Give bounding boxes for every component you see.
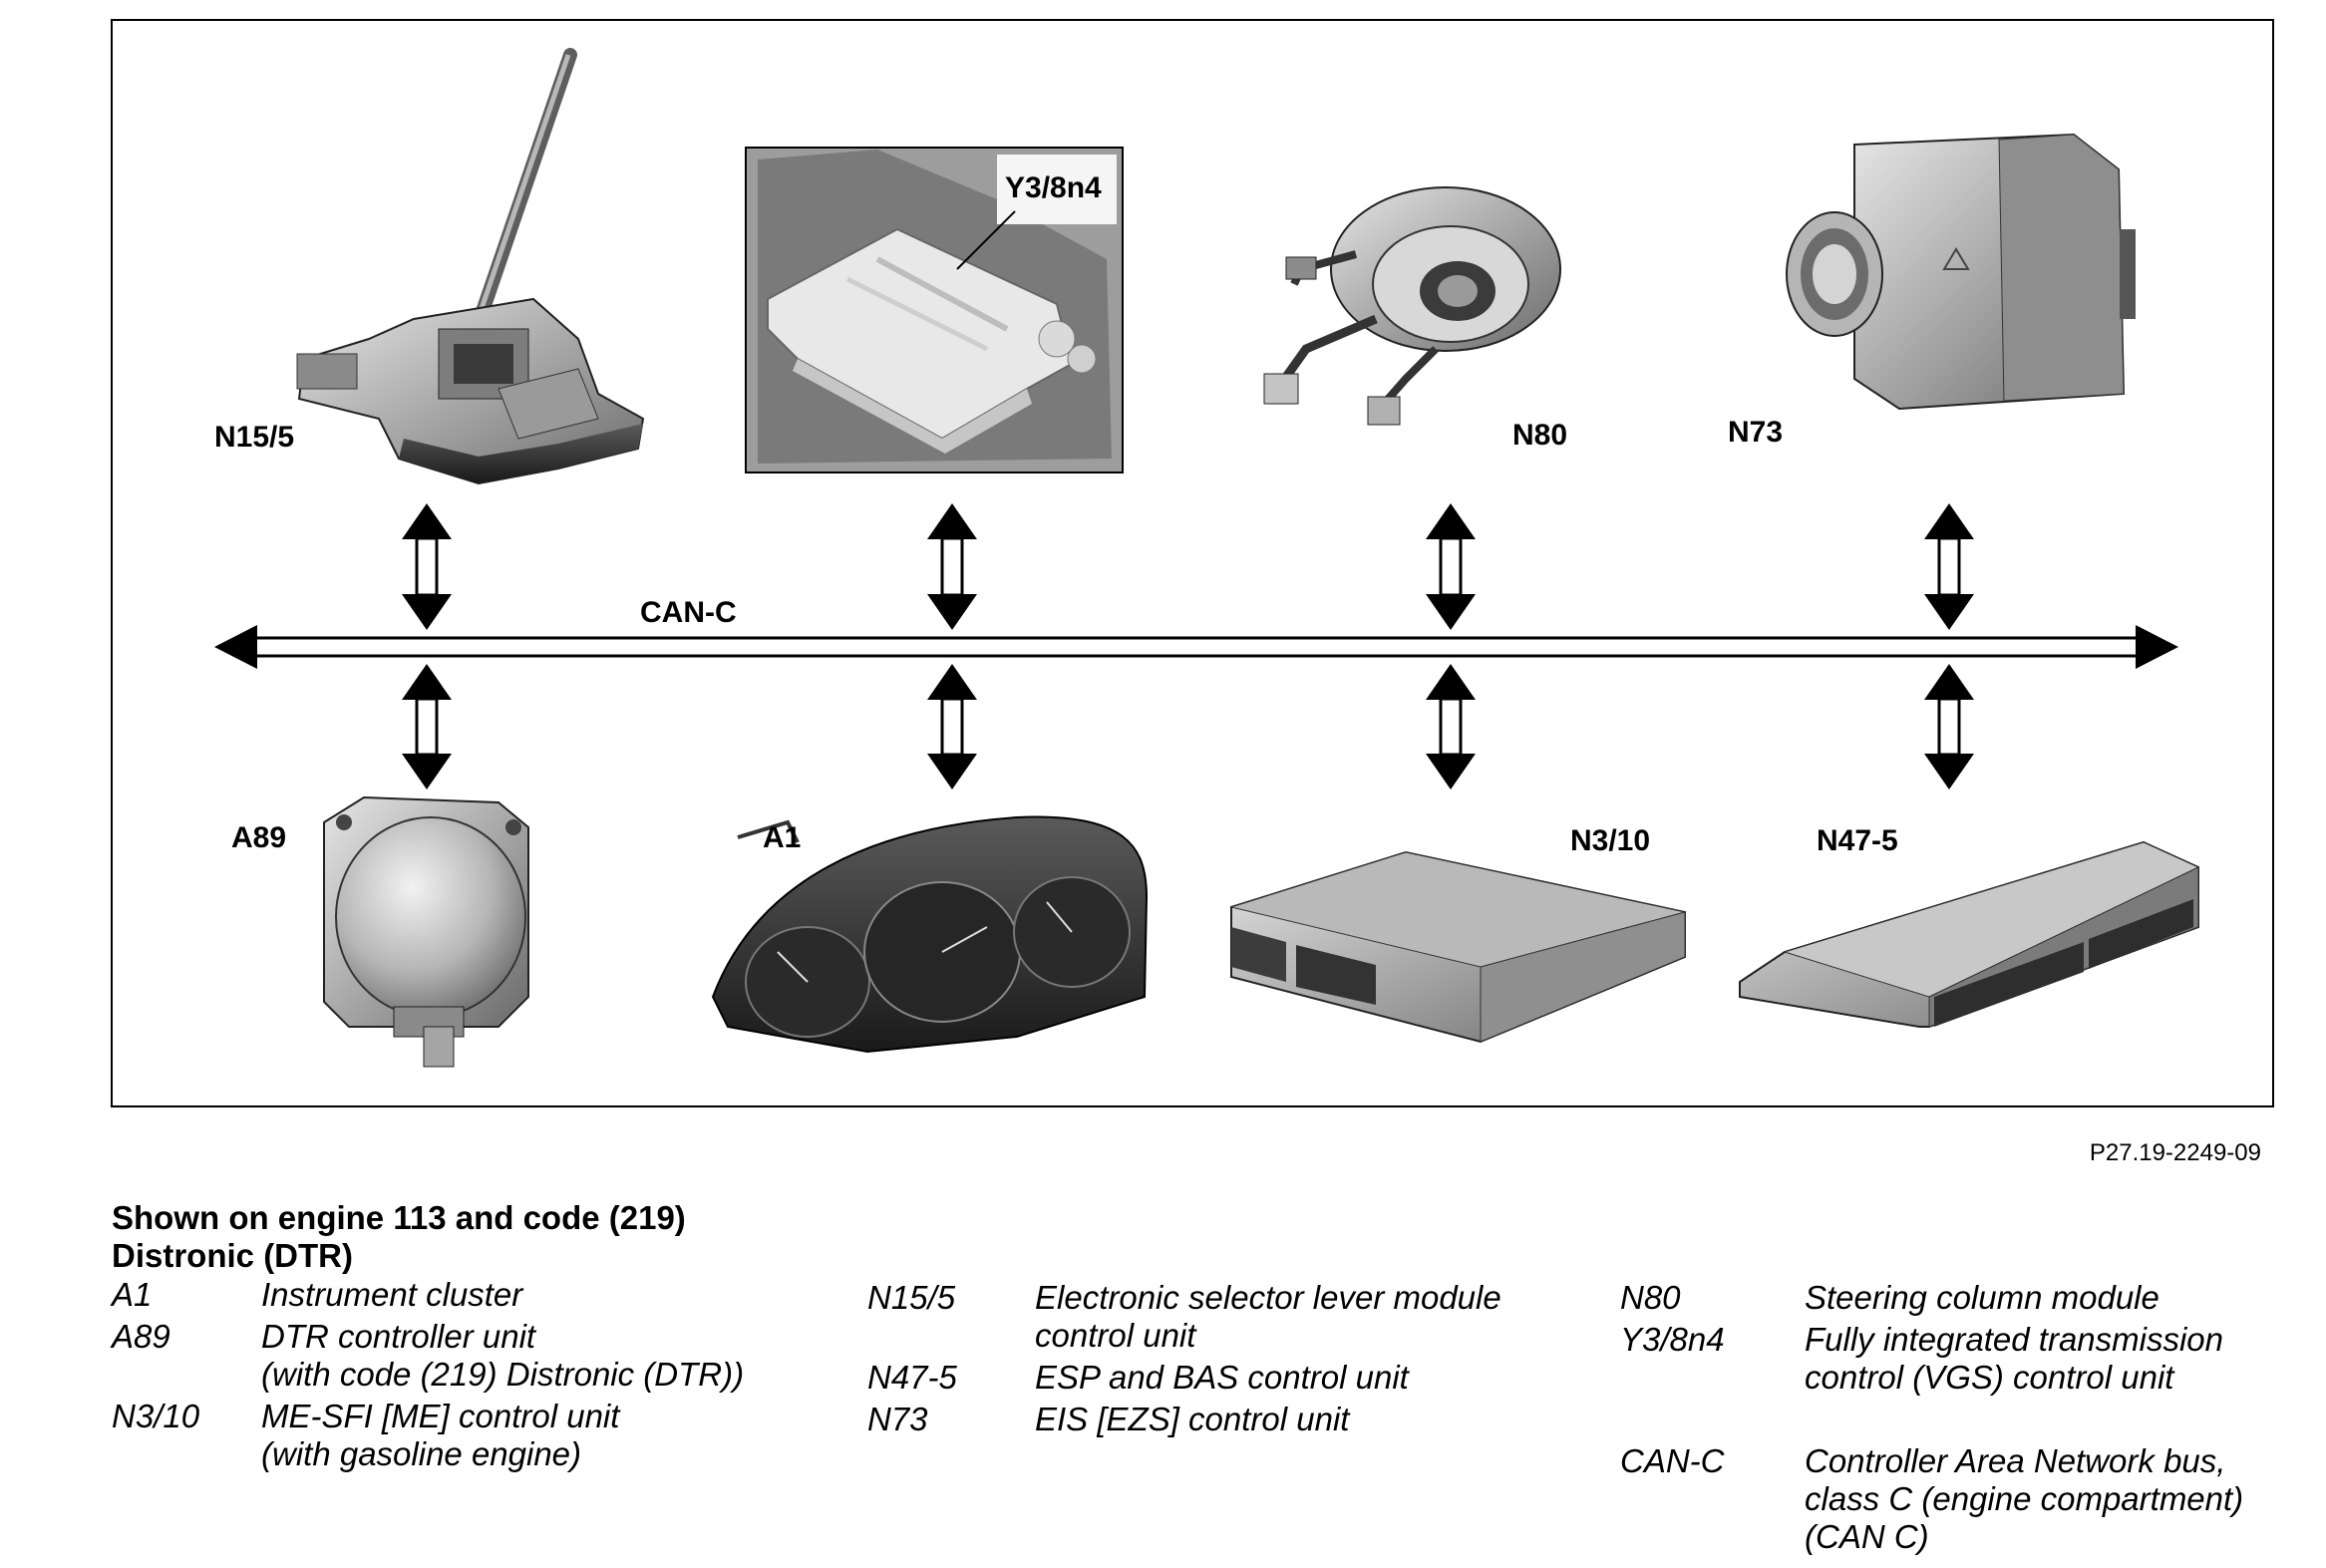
legend-code: N80 xyxy=(1620,1279,1681,1316)
legend-item: CAN-C Controller Area Network bus,class C… xyxy=(1620,1442,2318,1556)
legend-description: EIS [EZS] control unit xyxy=(1035,1401,1350,1437)
can-bus-line xyxy=(214,625,2178,669)
legend-description: Electronic selector lever module xyxy=(1035,1279,1501,1316)
distronic-sensor-image xyxy=(323,795,529,1068)
engine-control-unit-image xyxy=(1229,850,1686,1044)
legend-item: N80 Steering column module xyxy=(1620,1279,2318,1317)
caption: Shown on engine 113 and code (219) Distr… xyxy=(112,1199,686,1275)
connector-arrow-bottom-4 xyxy=(1924,664,1974,789)
legend-description: ME-SFI [ME] control unit xyxy=(261,1398,620,1434)
legend-item: N73 EIS [EZS] control unit xyxy=(867,1401,1605,1438)
instrument-cluster-image xyxy=(711,815,1149,1054)
caption-line-2: Distronic (DTR) xyxy=(112,1237,353,1274)
caption-line-1: Shown on engine 113 and code (219) xyxy=(112,1199,686,1236)
legend-code: N3/10 xyxy=(112,1398,200,1434)
steering-column-module-image xyxy=(1263,186,1561,426)
selector-lever-module-image xyxy=(296,48,645,485)
connector-arrow-bottom-3 xyxy=(1426,664,1476,789)
label-A1: A1 xyxy=(763,821,801,854)
eis-control-unit-image xyxy=(1786,133,2136,411)
connector-arrow-top-4 xyxy=(1924,503,1974,630)
legend-description: (CAN C) xyxy=(1805,1518,1929,1555)
legend-description: Fully integrated transmission xyxy=(1805,1321,2224,1358)
legend-description: (with code (219) Distronic (DTR)) xyxy=(261,1356,745,1393)
label-N80: N80 xyxy=(1512,419,1567,452)
legend-description: class C (engine compartment) xyxy=(1805,1480,2244,1517)
label-Y3-8n4: Y3/8n4 xyxy=(1005,171,1102,204)
legend-description: Instrument cluster xyxy=(261,1276,523,1313)
label-N73: N73 xyxy=(1728,416,1783,449)
legend-item: N3/10 ME-SFI [ME] control unit(with gasol… xyxy=(112,1398,849,1473)
label-A89: A89 xyxy=(231,821,286,854)
esp-control-unit-image xyxy=(1739,840,2200,1028)
bus-arrow-right xyxy=(2136,625,2178,669)
figure-reference: P27.19-2249-09 xyxy=(2090,1139,2261,1166)
legend-code: N73 xyxy=(867,1401,928,1437)
connector-arrow-bottom-2 xyxy=(927,664,977,789)
transmission-control-unit-image xyxy=(745,147,1124,473)
legend-code: Y3/8n4 xyxy=(1620,1321,1725,1358)
connector-arrow-top-1 xyxy=(402,503,452,630)
legend-code: N47-5 xyxy=(867,1359,957,1396)
legend-description: control unit xyxy=(1035,1317,1196,1354)
legend-code: CAN-C xyxy=(1620,1442,1725,1479)
connectors xyxy=(402,503,1974,789)
legend-item: A89 DTR controller unit(with code (219) D… xyxy=(112,1318,849,1394)
legend-description: DTR controller unit xyxy=(261,1318,536,1355)
legend-item: N47-5 ESP and BAS control unit xyxy=(867,1359,1605,1397)
legend-code: A1 xyxy=(112,1276,153,1313)
legend-description: (with gasoline engine) xyxy=(261,1435,582,1472)
legend-item: A1 Instrument cluster xyxy=(112,1276,849,1314)
label-N47-5: N47-5 xyxy=(1817,824,1898,857)
legend-description: control (VGS) control unit xyxy=(1805,1359,2174,1396)
connector-arrow-bottom-1 xyxy=(402,664,452,789)
bus-arrow-left xyxy=(214,625,257,669)
legend-description: ESP and BAS control unit xyxy=(1035,1359,1409,1396)
label-N3-10: N3/10 xyxy=(1570,824,1650,857)
legend-code: N15/5 xyxy=(867,1279,956,1316)
connector-arrow-top-3 xyxy=(1426,503,1476,630)
bus-label: CAN-C xyxy=(640,596,737,629)
legend-description: Controller Area Network bus, xyxy=(1805,1442,2226,1479)
legend-code: A89 xyxy=(112,1318,170,1355)
label-N15-5: N15/5 xyxy=(214,421,294,454)
connector-arrow-top-2 xyxy=(927,503,977,630)
legend-description: Steering column module xyxy=(1805,1279,2160,1316)
